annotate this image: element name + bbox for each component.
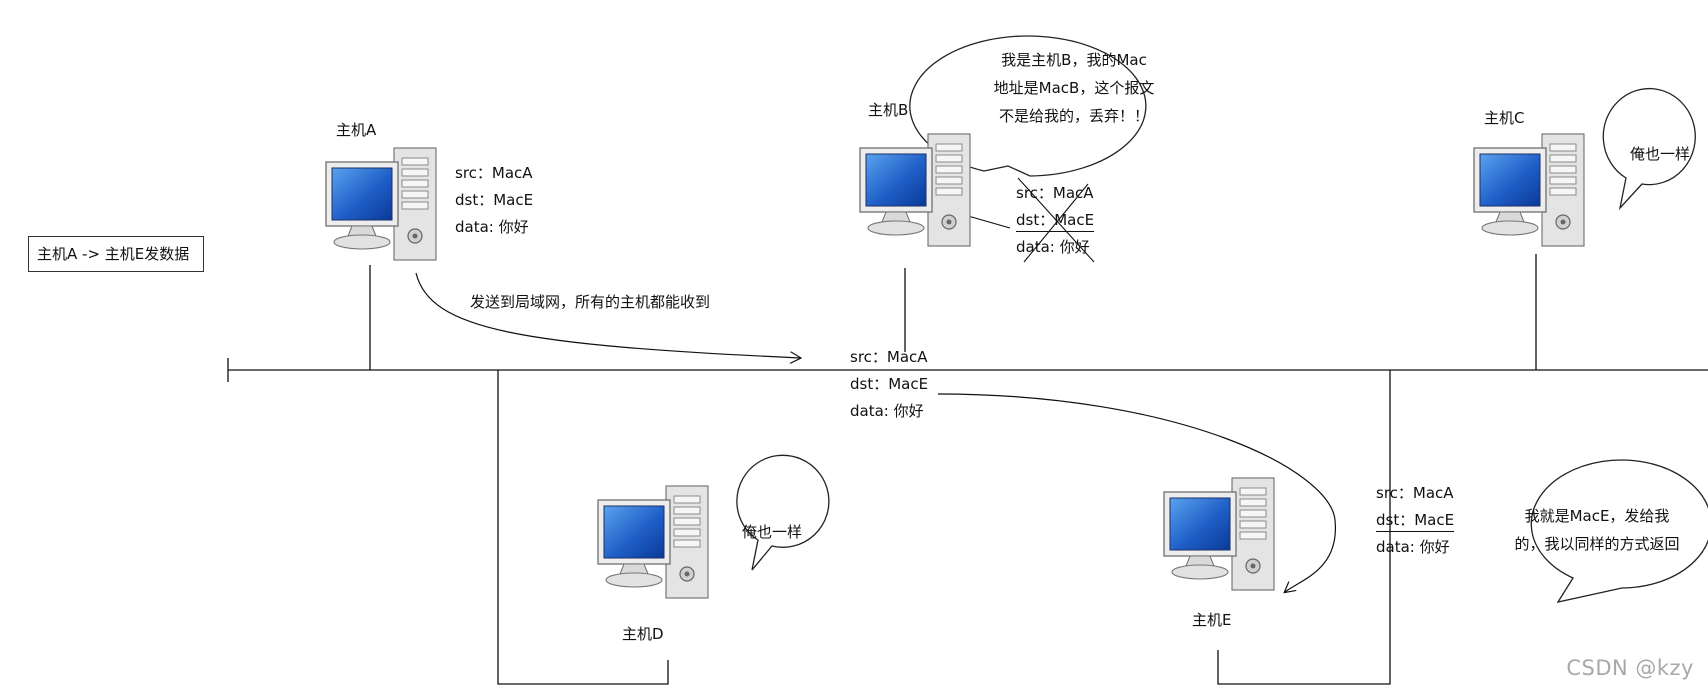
lan-bus: [227, 358, 1708, 382]
drop-line-e: [1217, 370, 1391, 685]
packet-data: data: 你好: [455, 218, 529, 236]
host-a-label: 主机A: [336, 121, 377, 139]
watermark: CSDN @kzy: [1566, 656, 1694, 680]
flow-arrow-a-to-lan: [415, 272, 800, 358]
bubble-b-text: 我是主机B，我的Mac 地址是MacB，这个报文 不是给我的，丢弃！！: [993, 51, 1155, 125]
packet-data: data: 你好: [1016, 238, 1090, 256]
packet-src: src：MacA: [455, 164, 533, 182]
flow-label: 发送到局域网，所有的主机都能收到: [470, 293, 711, 311]
computer-a-icon: [325, 147, 437, 261]
packet-data: data: 你好: [850, 402, 924, 420]
computer-d-icon: [597, 485, 709, 599]
bubble-e: [1530, 459, 1708, 603]
computer-c-icon: [1473, 133, 1585, 247]
packet-on-lan: src：MacA dst：MacE data: 你好: [850, 344, 928, 425]
computer-b-icon: [859, 133, 971, 247]
packet-dst: dst：MacE: [1376, 509, 1455, 532]
host-drop-lines: [369, 254, 1537, 685]
drop-line-d: [497, 370, 669, 685]
packet-src: src：MacA: [1016, 184, 1094, 202]
bubble-c-text: 俺也一样: [1629, 145, 1690, 163]
host-computers: [325, 133, 1585, 599]
computer-e-icon: [1163, 477, 1275, 591]
host-c-label: 主机C: [1484, 109, 1525, 127]
packet-dst: dst：MacE: [455, 191, 534, 209]
packet-at-host-a: src：MacA dst：MacE data: 你好: [455, 160, 533, 241]
host-e-label: 主机E: [1192, 611, 1232, 629]
bubble-c: [1602, 87, 1696, 211]
bubble-e-text: 我就是MacE，发给我 的，我以同样的方式返回: [1514, 507, 1680, 553]
packet-data: data: 你好: [1376, 538, 1450, 556]
packet-dst: dst：MacE: [1016, 209, 1095, 232]
packet-at-host-b: src：MacA dst：MacE data: 你好: [1016, 180, 1095, 261]
packet-src: src：MacA: [850, 348, 928, 366]
flow-arrow-lan-to-e: [937, 393, 1336, 592]
bubble-d: [736, 454, 830, 571]
host-b-label: 主机B: [868, 101, 909, 119]
send-note: 主机A -> 主机E发数据: [28, 236, 204, 272]
packet-at-host-e: src：MacA dst：MacE data: 你好: [1376, 480, 1455, 561]
packet-dst: dst：MacE: [850, 375, 929, 393]
bubble-d-text: 俺也一样: [741, 523, 802, 541]
packet-src: src：MacA: [1376, 484, 1454, 502]
host-d-label: 主机D: [622, 625, 664, 643]
